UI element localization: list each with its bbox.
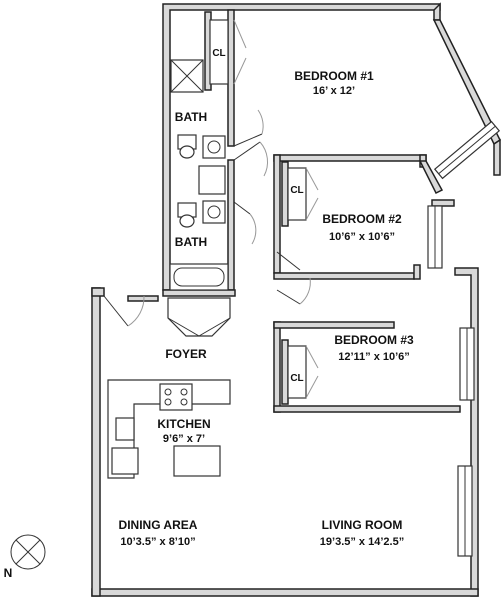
dining-name: DINING AREA [119,518,198,532]
bedroom3-name: BEDROOM #3 [334,333,414,347]
living-dim: 19’3.5” x 14’2.5” [320,536,404,548]
closets [204,11,319,405]
living-name: LIVING ROOM [322,518,403,532]
bath-fixtures [167,59,231,337]
kitchen-counters [107,379,231,479]
foyer-name: FOYER [165,347,207,361]
bedroom1-dim: 16’ x 12’ [313,85,355,97]
kitchen-dim: 9’6” x 7’ [163,433,205,445]
closet-label-2: CL [290,185,303,196]
bedroom1-name: BEDROOM #1 [294,69,374,83]
bath2-name: BATH [175,235,207,249]
room-labels: CL CL CL BEDROOM #1 16’ x 12’ BATH BEDRO… [4,48,414,580]
interior-walls [127,9,461,413]
compass-label: N [4,566,13,580]
bedroom2-name: BEDROOM #2 [322,212,402,226]
windows [427,120,501,557]
closet-label-1: CL [212,48,225,59]
bedroom3-dim: 12’11” x 10’6” [338,351,410,363]
doors [103,109,311,327]
kitchen-name: KITCHEN [157,417,210,431]
bath1-name: BATH [175,110,207,124]
compass-icon [10,534,46,570]
dining-dim: 10’3.5” x 8’10” [120,536,195,548]
bedroom2-dim: 10’6” x 10’6” [329,231,395,243]
closet-label-3: CL [290,373,303,384]
